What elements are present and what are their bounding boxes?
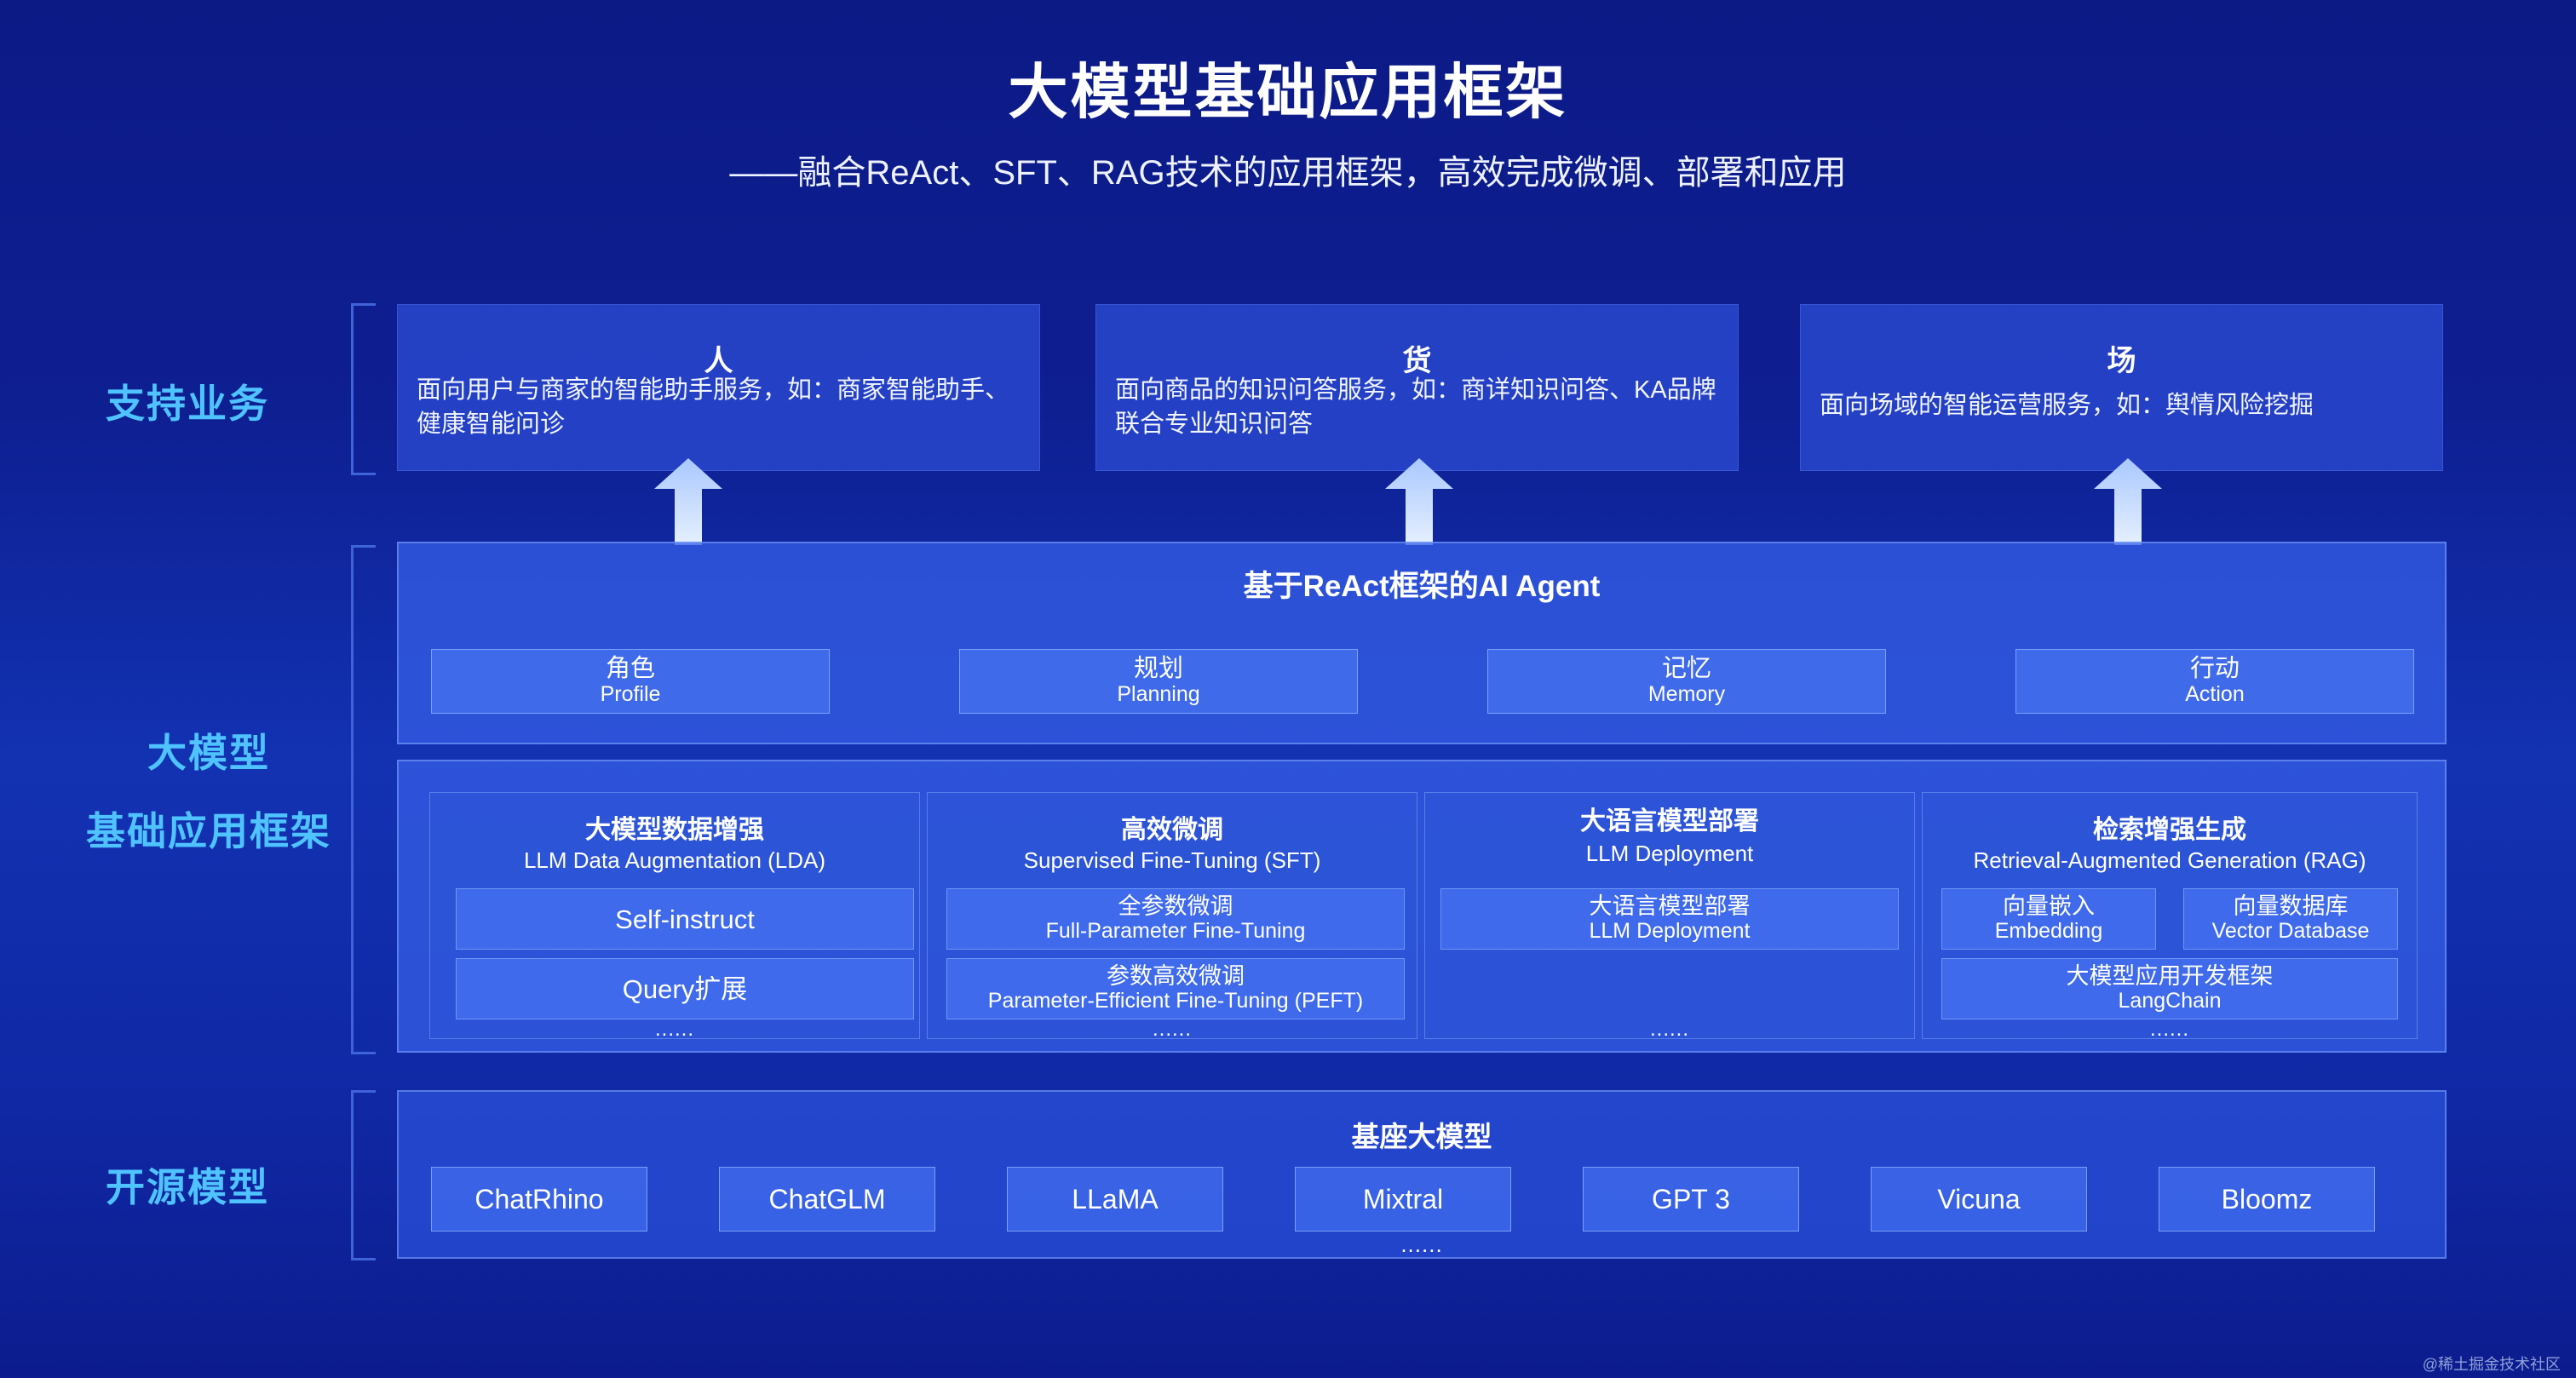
business-box-scene: 场 面向场域的智能运营服务，如：舆情风险挖掘 <box>1800 304 2443 471</box>
agent-panel: 基于ReAct框架的AI Agent 角色 Profile 规划 Plannin… <box>397 542 2447 744</box>
open-source-bracket <box>351 1090 376 1260</box>
llm-section-label-line2: 基础应用框架 <box>86 809 331 853</box>
rag-item-vector-db: 向量数据库 Vector Database <box>2183 888 2398 950</box>
agent-item-planning: 规划 Planning <box>959 649 1358 714</box>
model-chatglm: ChatGLM <box>719 1167 935 1232</box>
rag-subtitle: Retrieval-Augmented Generation (RAG) <box>1973 847 2366 873</box>
page-subtitle: ——融合ReAct、SFT、RAG技术的应用框架，高效完成微调、部署和应用 <box>729 154 1847 192</box>
lda-column: 大模型数据增强 LLM Data Augmentation (LDA) Self… <box>429 792 920 1041</box>
up-arrow-icon <box>1385 458 1453 545</box>
agent-title: 基于ReAct框架的AI Agent <box>1243 570 1601 603</box>
model-gpt3: GPT 3 <box>1583 1167 1799 1232</box>
base-models-more: ...... <box>1400 1232 1443 1257</box>
business-box-people: 人 面向用户与商家的智能助手服务，如：商家智能助手、健康智能问诊 <box>397 304 1040 471</box>
sft-item-peft: 参数高效微调 Parameter-Efficient Fine-Tuning (… <box>946 958 1405 1019</box>
lda-more: ...... <box>654 1018 694 1041</box>
llm-section-label-line1: 大模型 <box>147 731 270 775</box>
rag-item-embedding: 向量嵌入 Embedding <box>1941 888 2156 950</box>
lda-item-self-instruct: Self-instruct <box>456 888 914 950</box>
llm-bracket <box>351 545 376 1054</box>
model-mixtral: Mixtral <box>1295 1167 1511 1232</box>
model-chatrhino: ChatRhino <box>431 1167 647 1232</box>
framework-panel: 大模型数据增强 LLM Data Augmentation (LDA) Self… <box>397 760 2447 1053</box>
sft-title: 高效微调 <box>1121 816 1223 844</box>
sft-item-full-parameter: 全参数微调 Full-Parameter Fine-Tuning <box>946 888 1405 950</box>
deploy-more: ...... <box>1649 1018 1689 1041</box>
base-models-panel: 基座大模型 ChatRhino ChatGLM LLaMA Mixtral GP… <box>397 1090 2447 1259</box>
business-section-label: 支持业务 <box>106 382 269 426</box>
page-title: 大模型基础应用框架 <box>1008 59 1568 125</box>
watermark: @稀土掘金技术社区 <box>2422 1356 2561 1373</box>
lda-subtitle: LLM Data Augmentation (LDA) <box>523 847 826 873</box>
business-box-goods: 货 面向商品的知识问答服务，如：商详知识问答、KA品牌联合专业知识问答 <box>1095 304 1739 471</box>
deploy-column: 大语言模型部署 LLM Deployment 大语言模型部署 LLM Deplo… <box>1424 792 1915 1041</box>
open-source-section-label: 开源模型 <box>106 1165 269 1209</box>
rag-title: 检索增强生成 <box>2093 816 2246 844</box>
base-models-title: 基座大模型 <box>1351 1121 1492 1152</box>
rag-column: 检索增强生成 Retrieval-Augmented Generation (R… <box>1922 792 2418 1041</box>
business-desc: 面向商品的知识问答服务，如：商详知识问答、KA品牌联合专业知识问答 <box>1115 376 1716 438</box>
business-title: 场 <box>2107 345 2136 377</box>
lda-title: 大模型数据增强 <box>585 816 764 844</box>
up-arrow-icon <box>654 458 722 545</box>
rag-more: ...... <box>2149 1018 2189 1041</box>
business-title: 人 <box>704 345 733 377</box>
business-desc: 面向用户与商家的智能助手服务，如：商家智能助手、健康智能问诊 <box>417 376 1010 438</box>
business-title: 货 <box>1402 345 1432 377</box>
sft-subtitle: Supervised Fine-Tuning (SFT) <box>1023 847 1321 873</box>
deploy-subtitle: LLM Deployment <box>1585 841 1754 866</box>
model-bloomz: Bloomz <box>2159 1167 2375 1232</box>
lda-item-query-expansion: Query扩展 <box>456 958 914 1019</box>
rag-item-langchain: 大模型应用开发框架 LangChain <box>1941 958 2398 1019</box>
sft-column: 高效微调 Supervised Fine-Tuning (SFT) 全参数微调 … <box>927 792 1417 1041</box>
model-vicuna: Vicuna <box>1871 1167 2087 1232</box>
agent-item-memory: 记忆 Memory <box>1487 649 1886 714</box>
business-desc: 面向场域的智能运营服务，如：舆情风险挖掘 <box>1820 392 2314 419</box>
sft-more: ...... <box>1152 1018 1192 1041</box>
business-bracket <box>351 303 376 475</box>
deploy-item: 大语言模型部署 LLM Deployment <box>1440 888 1899 950</box>
deploy-title: 大语言模型部署 <box>1580 807 1759 835</box>
agent-item-profile: 角色 Profile <box>431 649 830 714</box>
model-llama: LLaMA <box>1007 1167 1223 1232</box>
up-arrow-icon <box>2094 458 2162 545</box>
agent-item-action: 行动 Action <box>2015 649 2414 714</box>
